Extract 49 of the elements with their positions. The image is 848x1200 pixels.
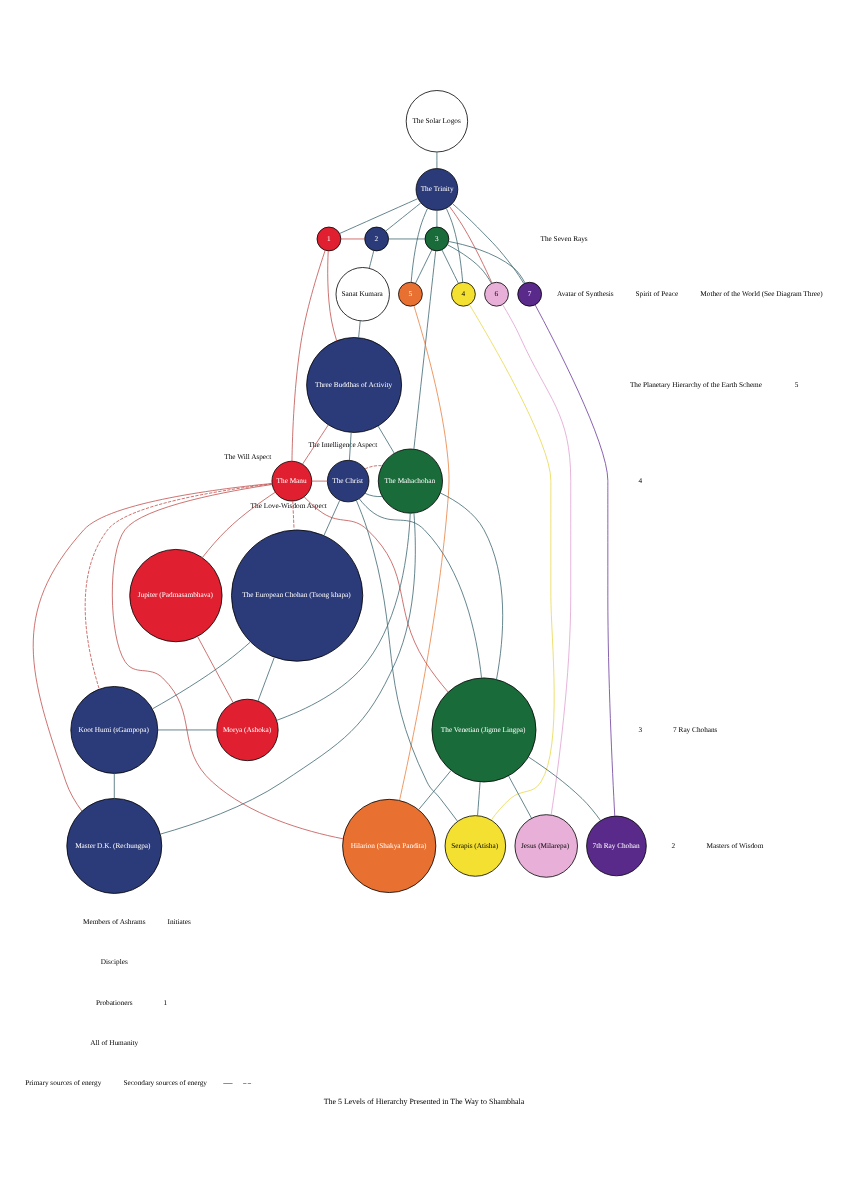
connector — [477, 781, 481, 817]
connector — [418, 770, 452, 810]
connector — [368, 250, 375, 269]
connector — [364, 465, 383, 470]
connector — [292, 500, 295, 531]
connector — [327, 250, 338, 342]
connector — [410, 207, 428, 283]
connector — [257, 656, 275, 702]
connector — [303, 496, 449, 693]
connector — [534, 304, 616, 817]
connector — [339, 198, 419, 234]
connector — [323, 499, 341, 536]
connector — [358, 498, 482, 679]
connector — [159, 512, 416, 835]
connector — [436, 210, 438, 228]
connector — [340, 238, 365, 240]
connector — [508, 775, 532, 819]
connector — [445, 207, 464, 283]
connector — [469, 304, 555, 821]
connector — [349, 432, 352, 461]
connector — [447, 244, 492, 284]
connector — [152, 641, 251, 710]
connector — [358, 320, 361, 339]
connector — [364, 492, 383, 497]
connector — [355, 499, 458, 822]
connector — [413, 250, 437, 450]
connector — [448, 241, 526, 284]
connector — [385, 202, 422, 232]
connector — [311, 480, 328, 482]
connector — [452, 203, 525, 285]
connector — [197, 636, 234, 704]
connector — [377, 425, 395, 454]
connector — [302, 424, 329, 465]
connector — [441, 249, 459, 284]
connector — [32, 483, 273, 812]
connector — [113, 773, 115, 799]
connector — [399, 305, 450, 801]
connector — [449, 206, 493, 284]
connector — [440, 492, 504, 680]
connector — [415, 249, 433, 284]
connector — [291, 249, 326, 462]
connector — [111, 484, 344, 840]
connector — [502, 304, 572, 816]
connector — [528, 756, 601, 821]
connector — [436, 151, 438, 169]
connector — [202, 491, 276, 558]
connector — [276, 512, 411, 721]
connector — [157, 729, 218, 731]
connector — [388, 238, 426, 240]
